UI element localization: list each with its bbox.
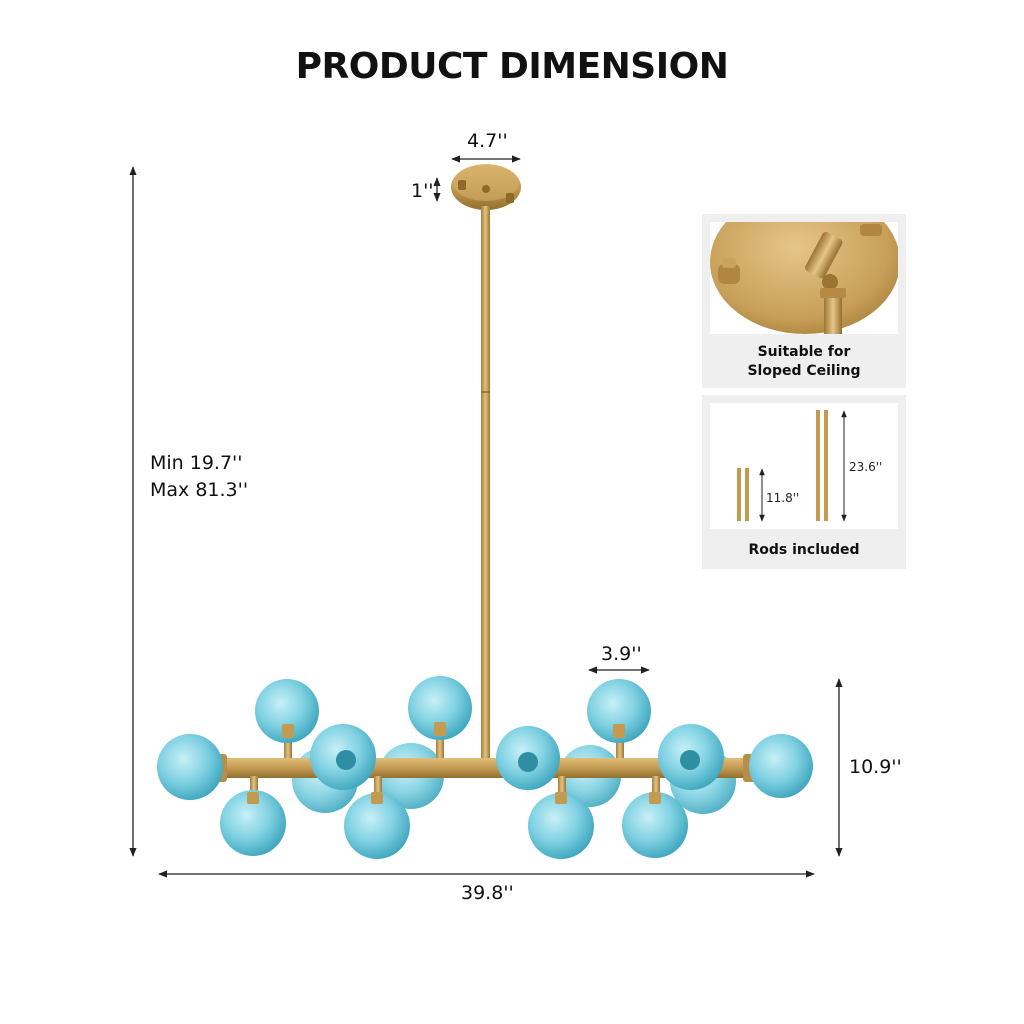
overall-height-label: Min 19.7'' Max 81.3'': [150, 450, 248, 504]
height-max-label: Max 81.3'': [150, 479, 249, 501]
front-globes: [310, 724, 724, 790]
end-globe-right: [749, 734, 813, 798]
canopy-width-label: 4.7'': [467, 130, 508, 152]
lower-globes: [220, 776, 688, 859]
short-rod-label: 11.8'': [766, 491, 800, 505]
height-min-label: Min 19.7'': [150, 452, 243, 474]
fixture-width-label: 39.8'': [461, 882, 514, 904]
upper-globes: [255, 676, 651, 765]
canopy-height-label: 1'': [411, 180, 434, 202]
fixture-height-label: 10.9'': [849, 756, 902, 778]
rods-included-caption: Rods included: [748, 542, 860, 558]
sloped-ceiling-panel: Suitable for Sloped Ceiling: [702, 214, 906, 388]
down-rod: [481, 206, 490, 766]
globe-diameter-label: 3.9'': [601, 643, 642, 665]
end-globe-left: [157, 734, 223, 800]
long-rod-label: 23.6'': [849, 460, 883, 474]
sloped-ceiling-photo: [710, 222, 898, 334]
rods-included-panel: 11.8'' 23.6'' Rods included: [702, 395, 906, 569]
rods-illustration: 11.8'' 23.6'': [710, 403, 898, 529]
sloped-ceiling-caption: Suitable for Sloped Ceiling: [747, 344, 861, 379]
page-title: PRODUCT DIMENSION: [295, 46, 729, 87]
